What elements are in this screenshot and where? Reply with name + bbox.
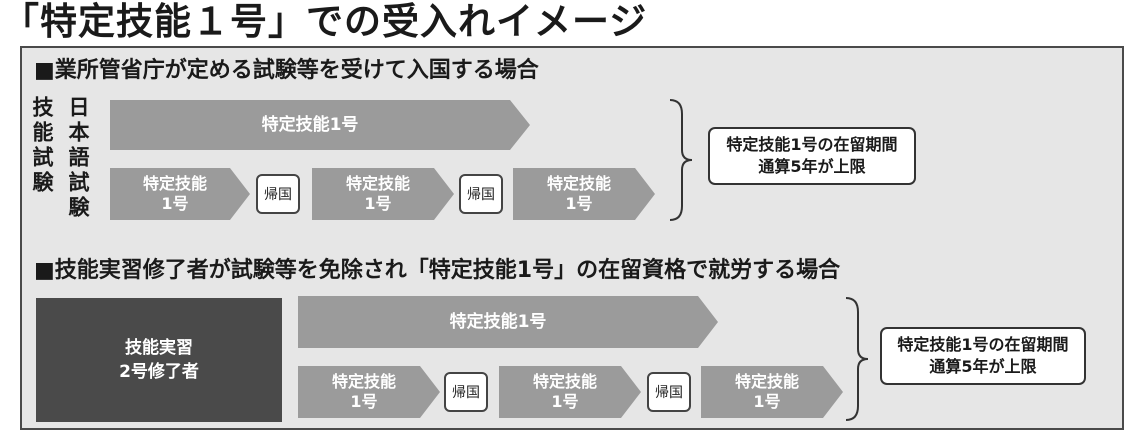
s2-segment-2: 特定技能 1号 <box>499 366 641 418</box>
s2-segment-3: 特定技能 1号 <box>701 366 843 418</box>
s1-full-arrow-label: 特定技能1号 <box>261 115 359 135</box>
s2-segment-2-label: 特定技能 1号 <box>532 372 597 411</box>
s2-brace <box>845 297 869 421</box>
s1-return-1: 帰国 <box>256 174 300 214</box>
s2-segment-3-label: 特定技能 1号 <box>734 372 799 411</box>
s2-duration-note: 特定技能1号の在留期間 通算5年が上限 <box>880 327 1086 385</box>
s1-segment-3: 特定技能 1号 <box>513 168 655 220</box>
s1-segment-2-label: 特定技能 1号 <box>345 174 410 213</box>
s2-segment-1: 特定技能 1号 <box>298 366 440 418</box>
s2-segment-1-label: 特定技能 1号 <box>331 372 396 411</box>
s1-segment-3-label: 特定技能 1号 <box>546 174 611 213</box>
trainee-completion-box: 技能実習 2号修了者 <box>36 298 282 422</box>
s1-segment-1: 特定技能 1号 <box>110 168 250 220</box>
s2-return-2: 帰国 <box>647 372 691 412</box>
s1-segment-2: 特定技能 1号 <box>312 168 454 220</box>
section1-heading: ■業所管省庁が定める試験等を受けて入国する場合 <box>34 58 539 83</box>
s2-full-arrow: 特定技能1号 <box>298 296 718 348</box>
s2-return-1: 帰国 <box>444 372 488 412</box>
s1-full-arrow: 特定技能1号 <box>110 100 530 150</box>
page-title: 「特定技能１号」での受入れイメージ <box>2 0 648 43</box>
s1-return-2: 帰国 <box>459 174 503 214</box>
japanese-exam-text: 日本語試験 <box>66 96 90 221</box>
s2-full-arrow-label: 特定技能1号 <box>449 312 547 332</box>
japanese-exam-label: 日本語試験 <box>66 96 90 221</box>
s1-duration-note: 特定技能1号の在留期間 通算5年が上限 <box>708 127 916 185</box>
section2-heading: ■技能実習修了者が試験等を免除され「特定技能1号」の在留資格で就労する場合 <box>34 258 841 283</box>
skill-exam-text: 技能試験 <box>30 96 54 196</box>
s1-segment-1-label: 特定技能 1号 <box>142 174 207 213</box>
s1-brace <box>669 99 693 221</box>
skill-exam-label: 技能試験 <box>30 96 54 196</box>
